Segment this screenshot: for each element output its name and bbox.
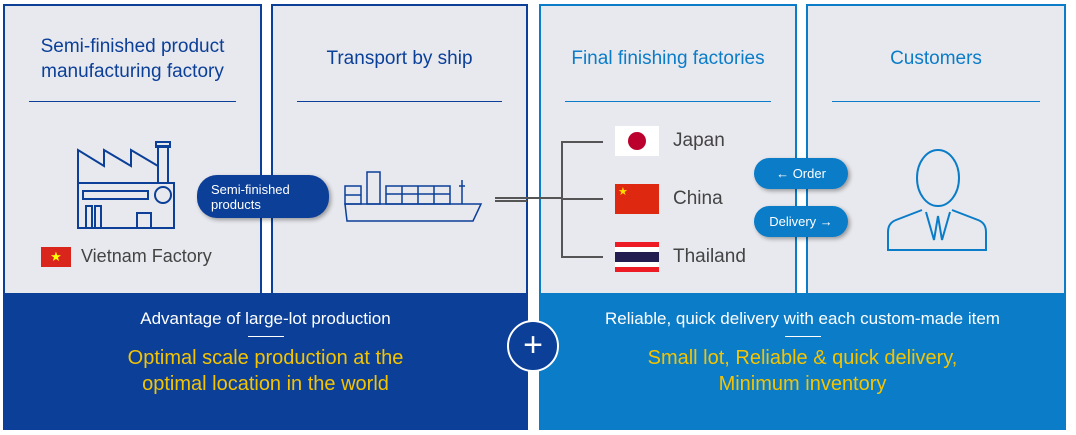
panel-title: Customers [890,48,982,69]
connector-line [495,197,562,199]
country-label: China [673,188,723,209]
banner-large-lot: Advantage of large-lot production Optima… [3,293,528,430]
factory-icon [77,141,175,229]
connector-line [495,200,527,202]
connector-line [561,141,603,143]
banner-title: Advantage of large-lot production [140,309,391,328]
country-japan: Japan [615,126,725,156]
divider [29,101,236,102]
divider [297,101,502,102]
delivery-pill: Delivery → [754,206,848,237]
panel-title: Final finishing factories [571,48,765,69]
divider [784,336,821,337]
country-label: Thailand [673,246,746,267]
banner-subtitle: Small lot, Reliable & quick delivery, Mi… [647,347,958,395]
divider [832,101,1040,102]
semi-finished-products-pill: Semi-finished products [197,175,329,218]
pill-label: Delivery → [769,214,833,229]
divider [565,101,771,102]
banner-custom-made: Reliable, quick delivery with each custo… [539,293,1066,430]
connector-line [561,198,603,200]
pill-label: Semi-finished products [211,181,290,212]
location-text: Vietnam Factory [81,246,212,266]
banner-title: Reliable, quick delivery with each custo… [605,309,1000,328]
panel-title: Transport by ship [326,48,473,69]
ship-icon [344,171,483,222]
banner-subtitle: Optimal scale production at the optimal … [127,347,404,395]
country-thailand: Thailand [615,242,746,272]
country-label: Japan [673,130,725,151]
order-pill: ← Order [754,158,848,189]
location-label: ★ Vietnam Factory [41,246,212,267]
japan-flag-icon [615,126,659,156]
thailand-flag-icon [615,242,659,272]
china-flag-icon: ★ [615,184,659,214]
panel-title: Semi-finished product manufacturing fact… [40,36,225,82]
divider [247,336,284,337]
connector-line [561,256,603,258]
country-china: ★ China [615,184,723,214]
pill-label: ← Order [776,166,826,181]
customer-icon [887,149,987,251]
plus-icon: + [507,320,559,372]
vietnam-flag-icon: ★ [41,246,71,267]
